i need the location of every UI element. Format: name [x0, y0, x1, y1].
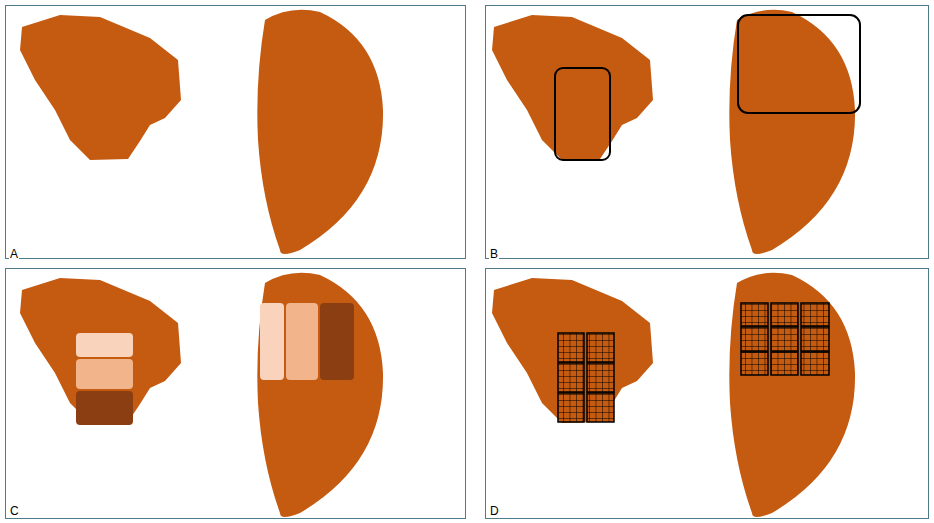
panel-letter: C — [9, 504, 20, 518]
panel-letter: A — [9, 247, 19, 261]
panel-letter: D — [489, 504, 500, 518]
panel-c — [6, 269, 466, 519]
panel-b — [486, 6, 929, 259]
panel-d — [486, 269, 929, 519]
panel-letter: B — [489, 247, 499, 261]
panel-a — [6, 6, 466, 259]
